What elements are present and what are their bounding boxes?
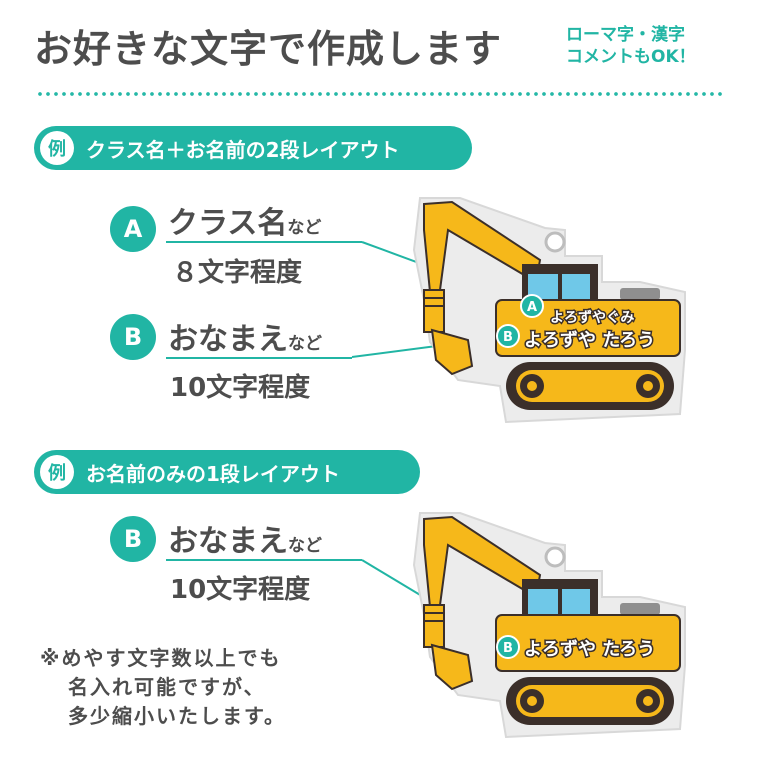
marker-b-circle: B: [110, 314, 156, 360]
boom-arm: [423, 200, 542, 294]
header-note-line1: ローマ字・漢字: [566, 25, 685, 45]
dotted-divider: [36, 92, 726, 96]
example1-b-suffix: など: [288, 334, 322, 354]
track-inner-2: [516, 685, 664, 717]
example1-badge: 例: [40, 131, 74, 165]
tag-marker-b2: [496, 635, 520, 659]
stick-arm-2: [423, 604, 445, 648]
tag-marker-b-label: B: [503, 330, 513, 345]
keyring-hole: [544, 231, 566, 253]
keychain-illustration-1: A B よろずやぐみ よろずや たろう: [351, 197, 686, 424]
example2-badge: 例: [40, 455, 74, 489]
example1-b-label: おなまえ: [168, 322, 288, 357]
track-inner: [516, 370, 664, 402]
example1-a-label: クラス名: [168, 206, 288, 241]
example1-banner: 例 クラス名＋お名前の2段レイアウト: [34, 126, 472, 170]
footnote: ※めやす文字数以上でも 名入れ可能ですが、 多少縮小いたします。: [40, 644, 286, 731]
example1-a-rule: [166, 241, 362, 243]
footnote-line1: ※めやす文字数以上でも: [40, 646, 282, 670]
example1-title: クラス名＋お名前の2段レイアウト: [86, 137, 400, 162]
machine-body-2: [495, 614, 681, 672]
header-note: ローマ字・漢字 コメントもOK！: [566, 24, 696, 68]
keyring-hole-2: [544, 546, 566, 568]
footnote-line3: 多少縮小いたします。: [68, 704, 286, 728]
example2-b-label-group: おなまえなど: [168, 516, 322, 560]
example1-a-suffix: など: [287, 218, 322, 238]
tag-marker-b2-label: B: [503, 641, 513, 656]
tag-text-line-a: よろずやぐみ: [550, 309, 634, 326]
bucket-2: [430, 643, 474, 691]
example1-a-label-group: クラス名など: [168, 198, 321, 242]
tag-marker-b: [496, 324, 520, 348]
tag-marker-a: [520, 294, 544, 318]
exhaust-2: [620, 603, 660, 615]
example1-b-count: 10文字程度: [170, 373, 311, 403]
footnote-line2: 名入れ可能ですが、: [68, 675, 266, 699]
page-title: お好きな文字で作成します: [34, 27, 503, 71]
tag-text-line-b: よろずや たろう: [524, 330, 655, 351]
marker-b2-circle: B: [110, 516, 156, 562]
exhaust: [620, 288, 660, 300]
example2-b-label: おなまえ: [168, 524, 288, 559]
tag2-text-line-b: よろずや たろう: [524, 639, 655, 660]
example2-banner: 例 お名前のみの1段レイアウト: [34, 450, 420, 494]
header-note-line2: コメントもOK！: [566, 47, 696, 67]
stick-arm: [423, 289, 445, 333]
example1-a-count: ８文字程度: [172, 258, 303, 288]
example1-b-label-group: おなまえなど: [168, 314, 322, 358]
marker-a-circle: A: [110, 206, 156, 252]
example2-b-rule: [166, 559, 362, 561]
example2-b-count: 10文字程度: [170, 575, 311, 605]
example1-b-rule: [166, 357, 352, 359]
keychain-illustration-2: B よろずや たろう: [361, 512, 686, 739]
machine-body: [495, 299, 681, 357]
tag-marker-a-label: A: [527, 300, 537, 315]
example2-b-suffix: など: [288, 536, 322, 556]
boom-arm-2: [423, 515, 542, 609]
bucket: [430, 328, 474, 376]
example2-title: お名前のみの1段レイアウト: [86, 461, 340, 486]
